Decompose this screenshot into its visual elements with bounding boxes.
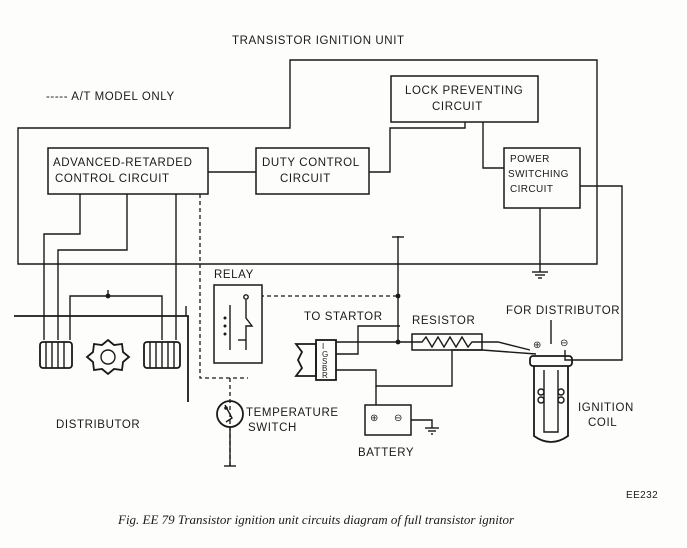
battery-plus: ⊕ bbox=[370, 413, 379, 424]
resistor-label: RESISTOR bbox=[412, 315, 475, 327]
ignition-coil-label-1: IGNITION bbox=[578, 402, 634, 414]
right-pickup-coil bbox=[143, 341, 181, 369]
junction-dot-common bbox=[105, 293, 111, 299]
wire-resistor-to-coil bbox=[482, 341, 531, 351]
switch-terminal-b: B bbox=[322, 364, 327, 373]
advanced-retarded-circuit-box bbox=[47, 147, 209, 195]
relay-contacts bbox=[223, 294, 254, 350]
duty-control-circuit-box bbox=[255, 147, 370, 195]
temperature-switch-label-2: SWITCH bbox=[248, 422, 297, 434]
duty-control-label-1: DUTY CONTROL bbox=[262, 157, 360, 169]
lock-preventing-label-2: CIRCUIT bbox=[432, 101, 483, 113]
switch-terminal-g: G bbox=[322, 350, 328, 359]
wire-power-to-coil-negative bbox=[564, 185, 623, 361]
wire-adv-to-left-pickup-a bbox=[57, 194, 128, 340]
junction-dot-startor bbox=[395, 293, 401, 299]
wire-pickup-common bbox=[69, 295, 163, 340]
ignition-switch bbox=[294, 339, 337, 381]
temperature-switch-label-1: TEMPERATURE bbox=[246, 407, 339, 419]
battery-minus: ⊖ bbox=[394, 413, 403, 424]
coil-plus-terminal: ⊕ bbox=[533, 340, 542, 351]
dashed-wire-adv-to-relay bbox=[199, 194, 248, 379]
ignition-unit-outline bbox=[17, 59, 598, 265]
battery-box bbox=[364, 404, 412, 436]
wire-duty-to-lock bbox=[369, 122, 466, 173]
wire-switch-bypass bbox=[336, 349, 537, 387]
relay-box bbox=[213, 284, 263, 364]
switch-terminal-r: R bbox=[322, 371, 328, 380]
lock-preventing-circuit-box bbox=[390, 75, 539, 123]
wire-battery-ground bbox=[411, 419, 433, 428]
advanced-retarded-label-2: CONTROL CIRCUIT bbox=[55, 173, 170, 185]
advanced-retarded-label-1: ADVANCED-RETARDED bbox=[53, 157, 192, 169]
wire-lock-to-power bbox=[482, 122, 504, 169]
ignition-coil-symbol bbox=[529, 355, 573, 443]
ground-symbol-power bbox=[532, 271, 548, 279]
distributor-outline bbox=[14, 315, 189, 402]
ignition-coil-label-2: COIL bbox=[588, 417, 617, 429]
lock-preventing-label-1: LOCK PREVENTING bbox=[405, 85, 523, 97]
distributor-label: DISTRIBUTOR bbox=[56, 419, 140, 431]
resistor-zigzag bbox=[412, 335, 482, 349]
battery-label: BATTERY bbox=[358, 447, 414, 459]
to-startor-label: TO STARTOR bbox=[304, 311, 383, 323]
figure-caption: Fig. EE 79 Transistor ignition unit circ… bbox=[117, 512, 515, 527]
left-pickup-coil bbox=[39, 341, 73, 369]
ground-symbol-battery bbox=[425, 427, 439, 435]
figure-code: EE232 bbox=[626, 490, 658, 501]
reluctor-gear bbox=[85, 338, 131, 376]
relay-label: RELAY bbox=[214, 269, 254, 281]
legend-text: ----- A/T MODEL ONLY bbox=[46, 91, 175, 103]
coil-minus-terminal: ⊖ bbox=[560, 338, 569, 349]
switch-terminal-i: I bbox=[322, 342, 324, 351]
temperature-switch-symbol bbox=[216, 400, 244, 467]
switch-terminal-s: S bbox=[322, 357, 327, 366]
power-switching-circuit-box bbox=[503, 147, 581, 209]
power-switching-label-1: POWER bbox=[510, 154, 550, 165]
diagram-title: TRANSISTOR IGNITION UNIT bbox=[232, 35, 405, 47]
wire-switch-to-startor bbox=[336, 325, 400, 355]
duty-control-label-2: CIRCUIT bbox=[280, 173, 331, 185]
power-switching-label-2: SWITCHING bbox=[508, 169, 569, 180]
wire-adv-to-left-pickup-b bbox=[43, 194, 81, 340]
power-switching-label-3: CIRCUIT bbox=[510, 184, 553, 195]
for-distributor-label: FOR DISTRIBUTOR bbox=[506, 305, 620, 317]
